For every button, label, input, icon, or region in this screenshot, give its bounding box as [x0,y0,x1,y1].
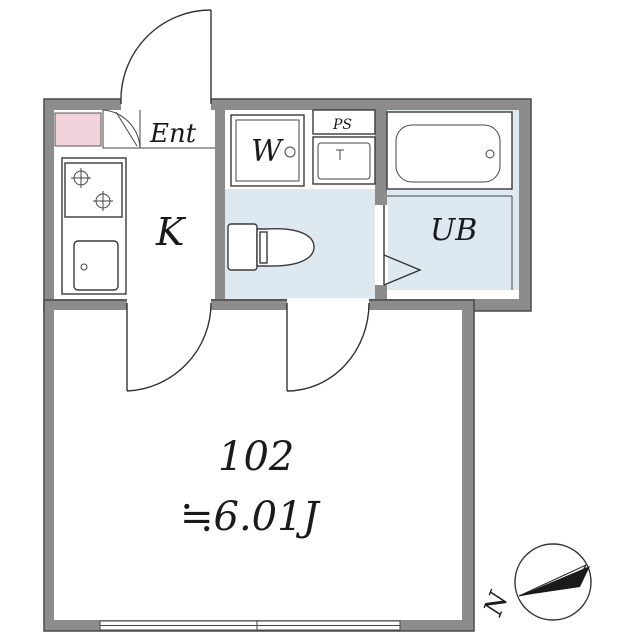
main-room-floor [54,310,462,620]
bath-folding-door[interactable] [375,205,422,286]
window [99,620,401,631]
compass-icon [514,543,592,621]
pipe-space [312,109,376,135]
compass-north-label: N [478,587,515,621]
vanity [312,136,376,185]
toilet [227,223,315,271]
stove [64,162,123,218]
entrance-door[interactable] [120,9,212,111]
entrance-area [102,109,215,149]
pipe-space-label: PS [332,117,352,133]
washer-pan [230,114,305,187]
entrance-pad [54,112,102,147]
entrance-label: Ent [149,119,197,149]
kitchen-counter [61,157,127,295]
bathtub [386,111,513,290]
washer-label: W [251,134,284,169]
unit-number: 102 [218,434,294,480]
kitchen-sink [73,240,119,291]
kitchen-label: K [155,210,187,254]
room-area: ≒6.01J [180,494,321,540]
kitchen-door[interactable] [126,298,212,392]
washroom-door[interactable] [286,298,370,392]
unit-bath-label: UB [430,213,477,248]
